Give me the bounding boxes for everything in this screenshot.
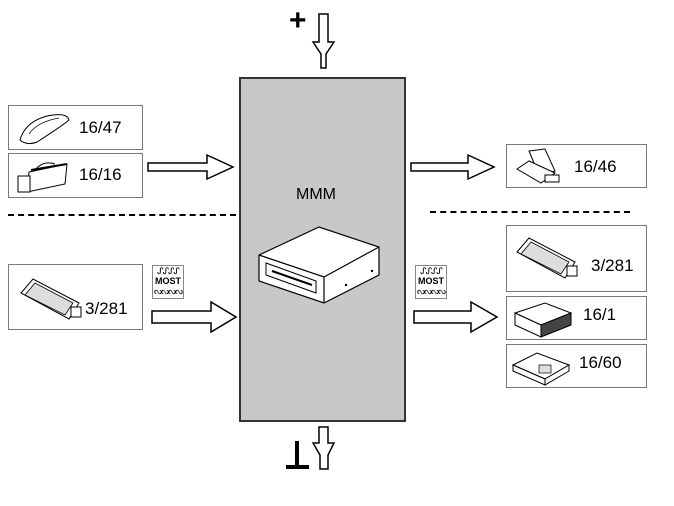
component-box-3-281-left: 3/281 [8,264,143,330]
display-icon [20,278,82,320]
component-box-16-16: 16/16 [8,153,143,198]
input-arrow-top [147,153,235,181]
most-bus-badge-right: ᔑᔑᔑᔑ MOST ᔓᔓᔓᔓ [415,265,447,299]
output-arrow-top [410,153,496,181]
ground-symbol [286,441,309,469]
mmm-unit-icon [258,226,380,304]
separator-right [430,211,630,213]
ground-down-arrow-icon [311,426,336,470]
amplifier-icon [513,302,573,338]
display-icon [516,237,578,279]
component-box-16-46: 16/46 [506,144,647,188]
component-label: 3/281 [591,256,634,275]
roof-antenna-icon [19,114,70,145]
component-label: 16/1 [583,305,617,324]
component-label: 16/46 [574,157,617,176]
component-box-3-281-right: 3/281 [506,225,647,292]
control-panel-icon [516,148,560,184]
antenna-amplifier-icon [17,162,68,193]
output-arrow-bottom [413,300,499,334]
component-label: 3/281 [85,299,128,318]
component-box-16-60: 16/60 [506,344,647,388]
control-unit-icon [511,352,571,386]
component-label: 16/16 [79,165,122,184]
component-box-16-1: 16/1 [506,296,647,340]
most-bus-badge-left: ᔑᔑᔑᔑ MOST ᔓᔓᔓᔓ [152,265,184,299]
mmm-label: MMM [296,186,336,203]
component-label: 16/47 [79,118,122,137]
component-label: 16/60 [579,353,622,372]
power-down-arrow-icon [311,13,336,69]
plus-symbol: + [289,4,307,37]
input-arrow-bottom [151,300,238,334]
separator-left [8,214,236,216]
component-box-16-47: 16/47 [8,105,143,150]
